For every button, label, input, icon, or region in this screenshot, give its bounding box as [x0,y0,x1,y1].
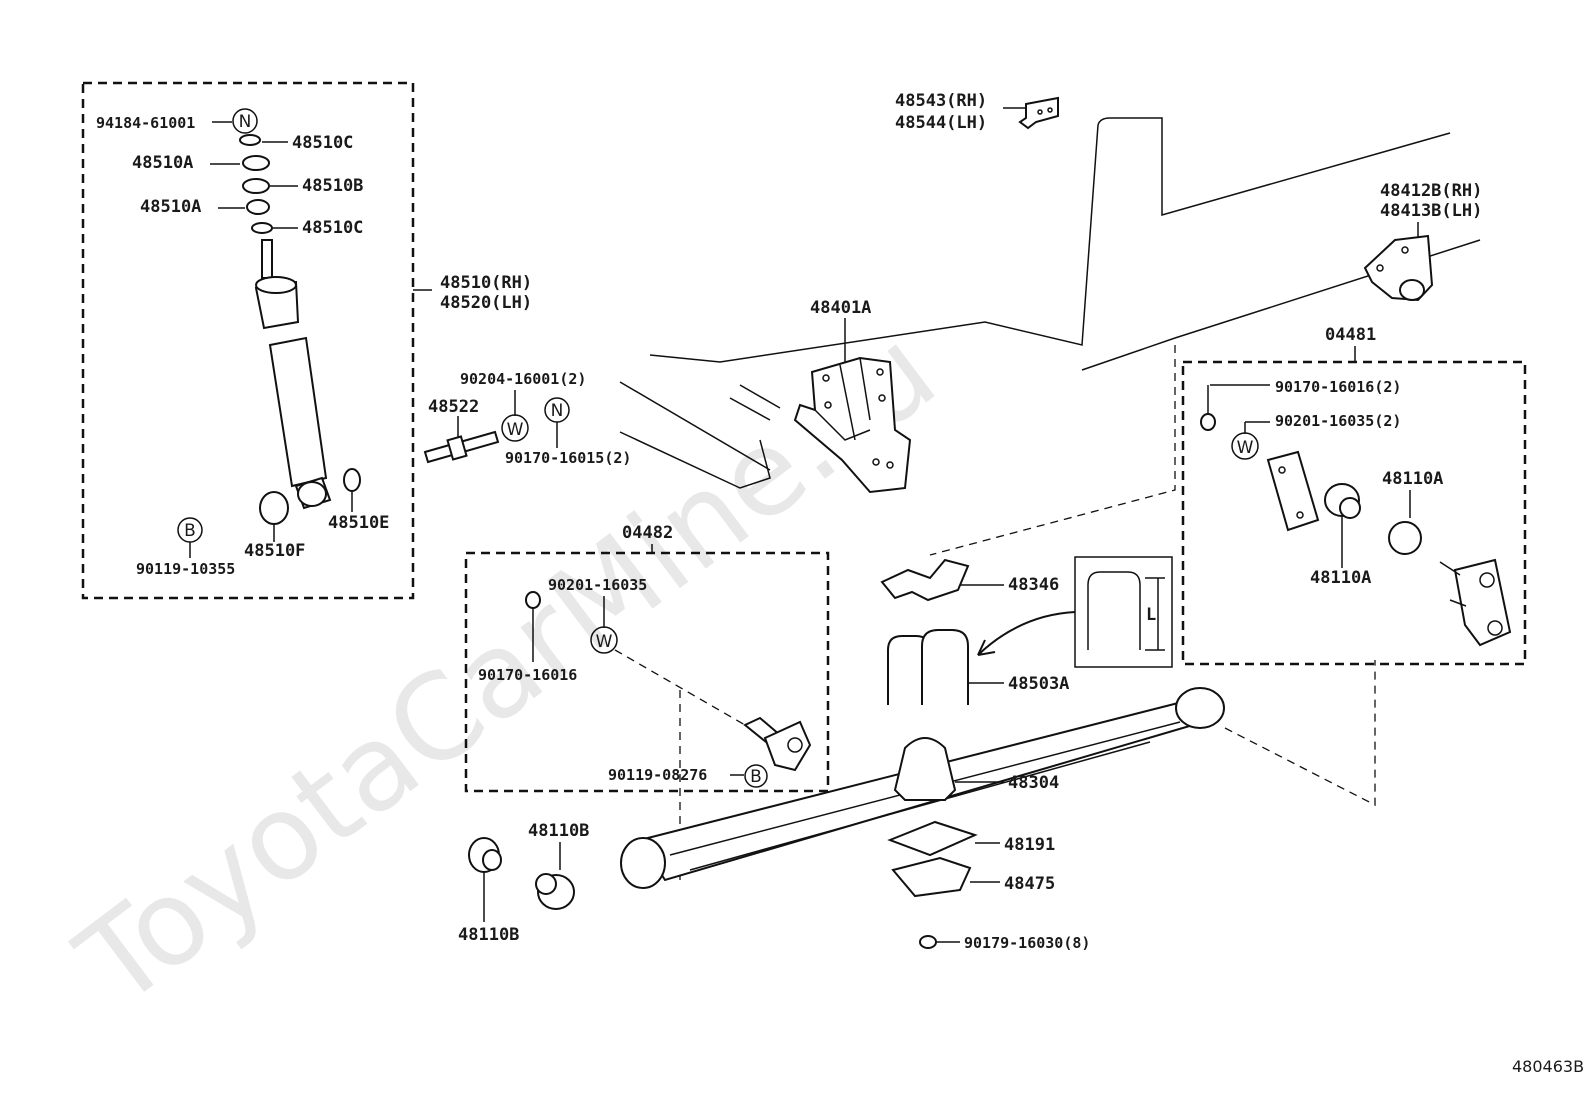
symbol-w-circle [590,626,618,654]
dimension-l: L [1146,605,1156,625]
label-48110B-bottom: 48110B [458,925,519,945]
shock-absorber-parts [239,134,361,525]
kit-04481-box: 04481 [1181,325,1527,666]
kit-04481-parts: 90170-16016(2) 90201-16035(2) W 48110A 4… [1200,378,1512,647]
label-48510-rh: 48510(RH) [440,273,532,293]
label-48503A: 48503A [1008,674,1069,694]
symbol-n-circle [232,108,258,134]
label-48510C-top: 48510C [292,133,353,153]
symbol-w-circle [1231,432,1259,460]
label-94184-61001: 94184-61001 [96,114,195,132]
svg-text:W: W [596,632,613,652]
bushing-48110B-group: 48110B 48110B [458,821,589,945]
label-48510B: 48510B [302,176,363,196]
label-48191: 48191 [1004,835,1055,855]
u-bolt-48503A-group: 48503A L [887,556,1173,705]
label-48110A-top: 48110A [1382,469,1443,489]
label-48522: 48522 [428,397,479,417]
kit-04482-parts: 90201-16035 W 90170-16016 90119-08276 B [478,576,812,880]
label-48510F: 48510F [244,541,305,561]
label-48304: 48304 [1008,773,1059,793]
bracket-48412B-group: 48412B(RH) 48413B(LH) [1363,181,1482,302]
label-48520-lh: 48520(LH) [440,293,532,313]
label-90170-16015: 90170-16015(2) [505,449,631,467]
symbol-b-circle [744,764,768,788]
kit-04482-box: 04482 [464,523,830,793]
label-48413B-lh: 48413B(LH) [1380,201,1482,221]
hanger-48401A-group: 48401A [793,298,912,494]
label-48543-rh: 48543(RH) [895,91,987,111]
label-90201-16035-2: 90201-16035(2) [1275,412,1401,430]
label-48510A-mid: 48510A [140,197,201,217]
label-90170-16016-2: 90170-16016(2) [1275,378,1401,396]
figure-id: 480463B [1512,1057,1584,1076]
shock-labels: 94184-61001 N 48510C 48510A 48510B 48510… [96,108,532,578]
label-48544-lh: 48544(LH) [895,113,987,133]
bracket-48346-group: 48346 [880,558,1059,602]
label-90170-16016: 90170-16016 [478,666,577,684]
label-48401A: 48401A [810,298,871,318]
svg-text:N: N [551,401,564,421]
label-90179-16030: 90179-16030(8) [964,934,1090,952]
spring-seat-group: 48304 48191 48475 90179-16030(8) [887,737,1090,952]
label-04481: 04481 [1325,325,1376,345]
svg-text:B: B [184,521,196,541]
label-48110A-bottom: 48110A [1310,568,1371,588]
label-48412B-rh: 48412B(RH) [1380,181,1482,201]
symbol-w-circle [501,414,529,442]
label-48475: 48475 [1004,874,1055,894]
bracket-48543-group: 48543(RH) 48544(LH) [895,91,1059,133]
label-90204-16001: 90204-16001(2) [460,370,586,388]
svg-text:W: W [1237,438,1254,458]
shock-absorber-box [81,81,432,600]
label-48510E: 48510E [328,513,389,533]
leaf-spring [620,660,1376,889]
label-48510C-mid: 48510C [302,218,363,238]
label-48110B-top: 48110B [528,821,589,841]
label-90119-10355: 90119-10355 [136,560,235,578]
stud-48522-group: 48522 90204-16001(2) W N 90170-16015(2) [423,370,631,467]
label-90201-16035: 90201-16035 [548,576,647,594]
label-90119-08276: 90119-08276 [608,766,707,784]
label-48346: 48346 [1008,575,1059,595]
svg-text:N: N [239,112,252,132]
label-48510A-top: 48510A [132,153,193,173]
svg-text:B: B [750,767,762,787]
label-04482: 04482 [622,523,673,543]
svg-text:W: W [507,420,524,440]
